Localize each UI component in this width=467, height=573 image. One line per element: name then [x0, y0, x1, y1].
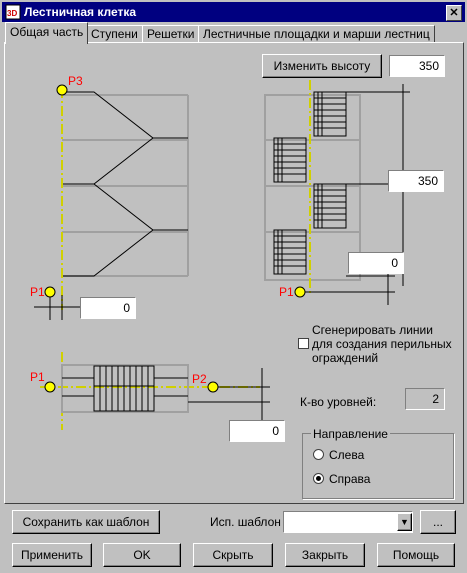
level-height-field[interactable]: 350 [388, 170, 444, 192]
point-p2-plan-marker [207, 381, 219, 393]
levels-field: 2 [405, 388, 445, 410]
direction-left-label: Слева [329, 448, 365, 462]
app-icon: 3D [5, 4, 21, 20]
close-icon: ✕ [449, 7, 459, 19]
svg-text:3D: 3D [7, 9, 17, 18]
change-height-button[interactable]: Изменить высоту [262, 54, 382, 78]
plan-view [40, 352, 270, 430]
p1-elev-label: P1 [30, 285, 45, 299]
tab-general[interactable]: Общая часть [5, 22, 89, 44]
levels-label: К-во уровней: [300, 395, 377, 409]
direction-label: Направление [311, 427, 390, 441]
direction-group [302, 433, 454, 499]
p1-section-label: P1 [279, 285, 294, 299]
close-button[interactable]: ✕ [446, 5, 462, 21]
elevation-offset-field[interactable]: 0 [80, 297, 136, 319]
height-field[interactable]: 350 [389, 55, 445, 77]
hide-button[interactable]: Скрыть [193, 543, 273, 567]
p2-plan-label: P2 [192, 372, 207, 386]
point-p1-elev-marker [44, 286, 56, 298]
point-p1-section-marker [294, 286, 306, 298]
plan-offset-field[interactable]: 0 [229, 420, 285, 442]
direction-right-radio[interactable] [313, 473, 324, 484]
p1-plan-label: P1 [30, 370, 45, 384]
title-bar: 3D Лестничная клетка ✕ [2, 2, 465, 22]
window-title: Лестничная клетка [24, 5, 137, 19]
section-offset-field[interactable]: 0 [348, 252, 404, 274]
p3-label: P3 [68, 74, 83, 88]
direction-left-radio[interactable] [313, 449, 324, 460]
template-select[interactable] [283, 511, 413, 533]
template-dropdown-button[interactable]: ▼ [397, 513, 412, 531]
point-p1-plan-marker [44, 381, 56, 393]
tab-panel [4, 42, 464, 504]
direction-right-label: Справа [329, 472, 371, 486]
generate-lines-label: Сгенерировать линии для создания перильн… [312, 323, 452, 365]
generate-lines-checkbox[interactable] [298, 338, 309, 349]
chevron-down-icon: ▼ [400, 517, 409, 527]
browse-template-button[interactable]: ... [420, 510, 456, 534]
close-dialog-button[interactable]: Закрыть [285, 543, 365, 567]
apply-button[interactable]: Применить [12, 543, 92, 567]
point-p3-marker [56, 84, 68, 96]
tab-landings[interactable]: Лестничные площадки и марши лестниц [198, 25, 435, 43]
elevation-view [34, 88, 189, 320]
save-template-button[interactable]: Сохранить как шаблон [12, 510, 160, 534]
ok-button[interactable]: OK [103, 543, 181, 567]
help-button[interactable]: Помощь [377, 543, 455, 567]
use-template-label: Исп. шаблон [210, 515, 281, 529]
